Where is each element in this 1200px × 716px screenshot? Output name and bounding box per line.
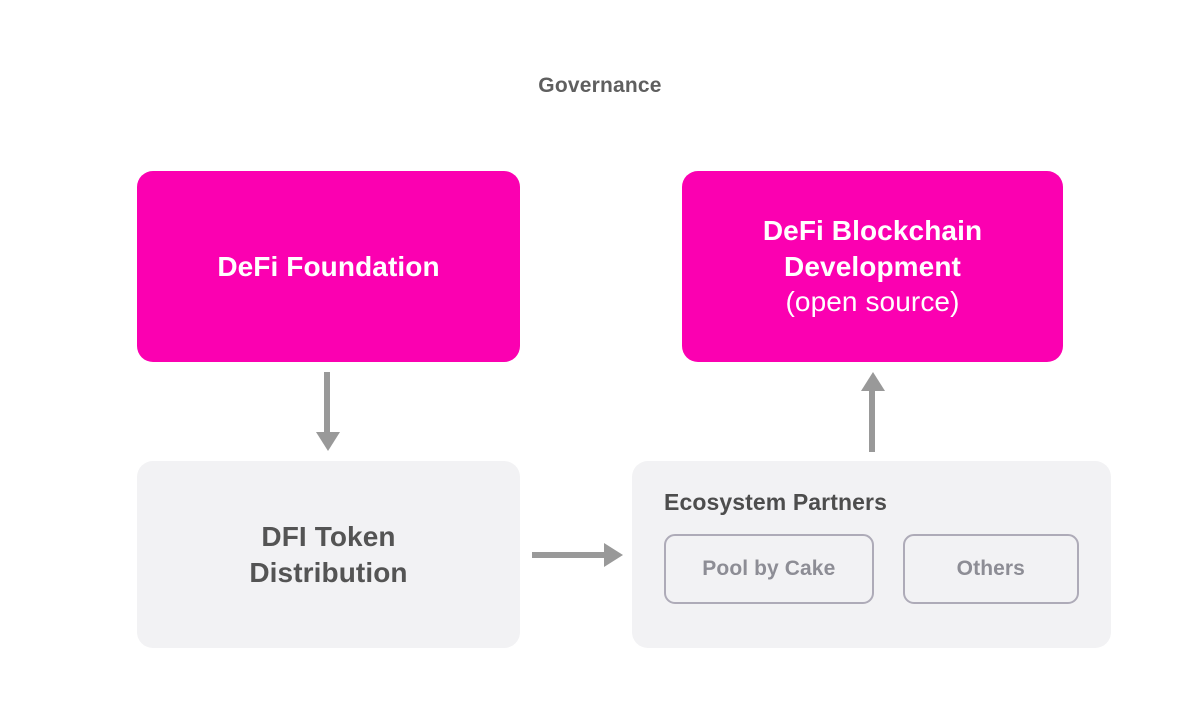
node-defi-blockchain-development-line3: (open source) xyxy=(785,286,960,318)
partner-chip-pool-by-cake[interactable]: Pool by Cake xyxy=(664,534,874,604)
node-ecosystem-partners[interactable]: Ecosystem Partners Pool by Cake Others xyxy=(632,461,1111,648)
node-defi-foundation[interactable]: DeFi Foundation xyxy=(137,171,520,362)
node-defi-blockchain-development-line1: DeFi Blockchain xyxy=(762,214,983,246)
page-title: Governance xyxy=(538,74,662,97)
node-defi-blockchain-development-line2: Development xyxy=(784,250,961,282)
node-dfi-token-distribution-line2: Distribution xyxy=(249,556,408,588)
arrow-right-icon-distribution-to-ecosystem xyxy=(532,537,624,573)
ecosystem-partners-heading: Ecosystem Partners xyxy=(664,489,887,515)
partner-chip-others[interactable]: Others xyxy=(902,534,1079,604)
node-defi-blockchain-development[interactable]: DeFi Blockchain Development (open source… xyxy=(682,171,1063,362)
node-defi-foundation-label: DeFi Foundation xyxy=(217,250,440,282)
arrow-up-icon-ecosystem-to-blockchain xyxy=(855,370,891,452)
node-dfi-token-distribution-line1: DFI Token xyxy=(261,520,396,552)
ecosystem-partners-list: Pool by Cake Others xyxy=(664,534,1079,604)
arrow-down-icon-foundation-to-distribution xyxy=(310,372,346,452)
node-dfi-token-distribution[interactable]: DFI Token Distribution xyxy=(137,461,520,648)
